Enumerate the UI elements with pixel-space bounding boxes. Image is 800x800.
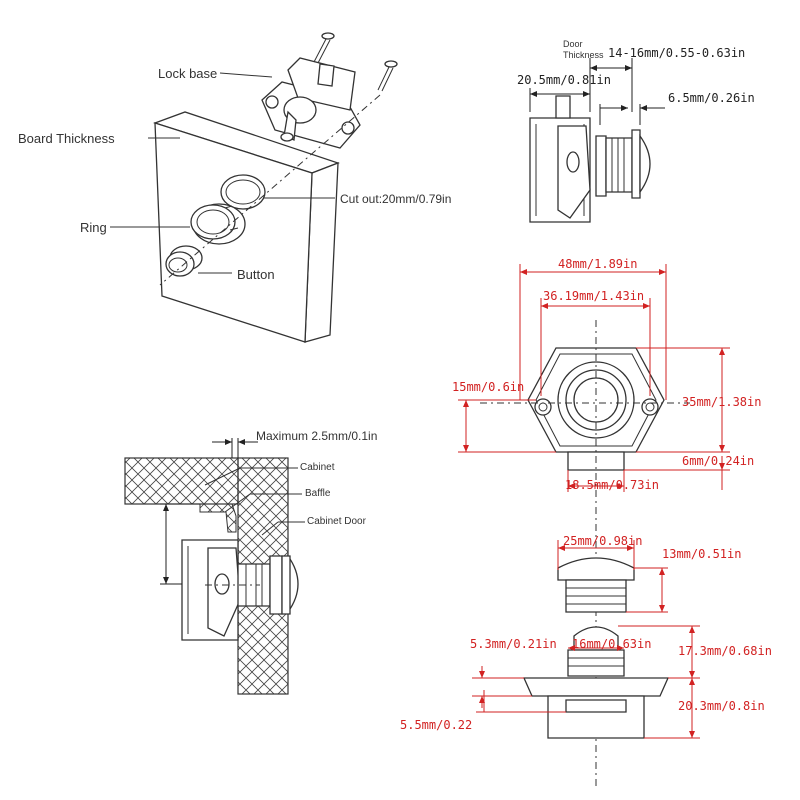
dim-overall-height: 35mm/1.38in (682, 395, 761, 409)
lock-base (261, 57, 361, 149)
dim-button-width: 25mm/0.98in (563, 534, 642, 548)
side-button-dome (639, 133, 651, 195)
dim-side-width: 20.5mm/0.81in (517, 73, 611, 87)
label-board-thickness: Board Thickness (18, 131, 115, 146)
label-lock-base: Lock base (158, 66, 217, 81)
parts-button-cap (557, 557, 635, 581)
dim-boss-height: 6mm/0.24in (682, 454, 754, 468)
dim-hole-height: 15mm/0.6in (452, 380, 524, 394)
label-button: Button (237, 267, 275, 282)
screw-right (377, 60, 398, 92)
dim-button-height: 13mm/0.51in (662, 547, 741, 561)
label-cabinet-door: Cabinet Door (307, 516, 367, 527)
parts-view: 25mm/0.98in 13mm/0.51in 16mm/0.63in 17.3… (400, 534, 772, 739)
dim-door-thickness: 14-16mm/0.55-0.63in (608, 46, 745, 60)
label-baffle: Baffle (305, 488, 331, 499)
label-door: Door (563, 39, 583, 49)
label-cut-out: Cut out:20mm/0.79in (340, 192, 451, 206)
dim-plunger-width: 16mm/0.63in (572, 637, 651, 651)
parts-body-flange (522, 677, 670, 697)
side-latch (555, 95, 571, 119)
dim-button-offset: 6.5mm/0.26in (668, 91, 755, 105)
screw-left (313, 32, 335, 64)
cabinet-panel (124, 457, 239, 505)
side-flange (595, 135, 607, 197)
installation-view: Maximum 2.5mm/0.1in Cabinet Baffle Cabin… (124, 429, 377, 695)
ring (190, 203, 246, 245)
mounting-hole-left (534, 398, 552, 416)
dim-body-offset: 5.5mm/0.22 (400, 718, 472, 732)
assembly-axis (159, 94, 381, 286)
front-view: 48mm/1.89in 36.19mm/1.43in 15mm/0.6in 35… (452, 257, 761, 790)
side-view: Door Thickness 14-16mm/0.55-0.63in 20.5m… (517, 39, 755, 223)
dim-boss-width: 18.5mm/0.73in (565, 478, 659, 492)
dim-flange-height: 5.3mm/0.21in (470, 637, 557, 651)
label-cabinet: Cabinet (300, 462, 335, 473)
cutout-hole (220, 174, 266, 210)
dim-overall-width: 48mm/1.89in (558, 257, 637, 271)
mounting-hole-right (641, 398, 659, 416)
dim-hole-spacing: 36.19mm/1.43in (543, 289, 644, 303)
leader-lock-base (219, 72, 273, 78)
dim-body-height: 20.3mm/0.8in (678, 699, 765, 713)
button-part (165, 245, 203, 277)
exploded-view: Lock base Board Thickness Cut out:20mm/0… (18, 32, 451, 343)
cutout-hole-inner (225, 179, 261, 205)
dim-plunger-height: 17.3mm/0.68in (678, 644, 772, 658)
label-ring: Ring (80, 220, 107, 235)
dim-maximum-gap: Maximum 2.5mm/0.1in (256, 429, 377, 443)
label-thickness: Thickness (563, 50, 604, 60)
parts-plunger-ring (567, 649, 625, 677)
